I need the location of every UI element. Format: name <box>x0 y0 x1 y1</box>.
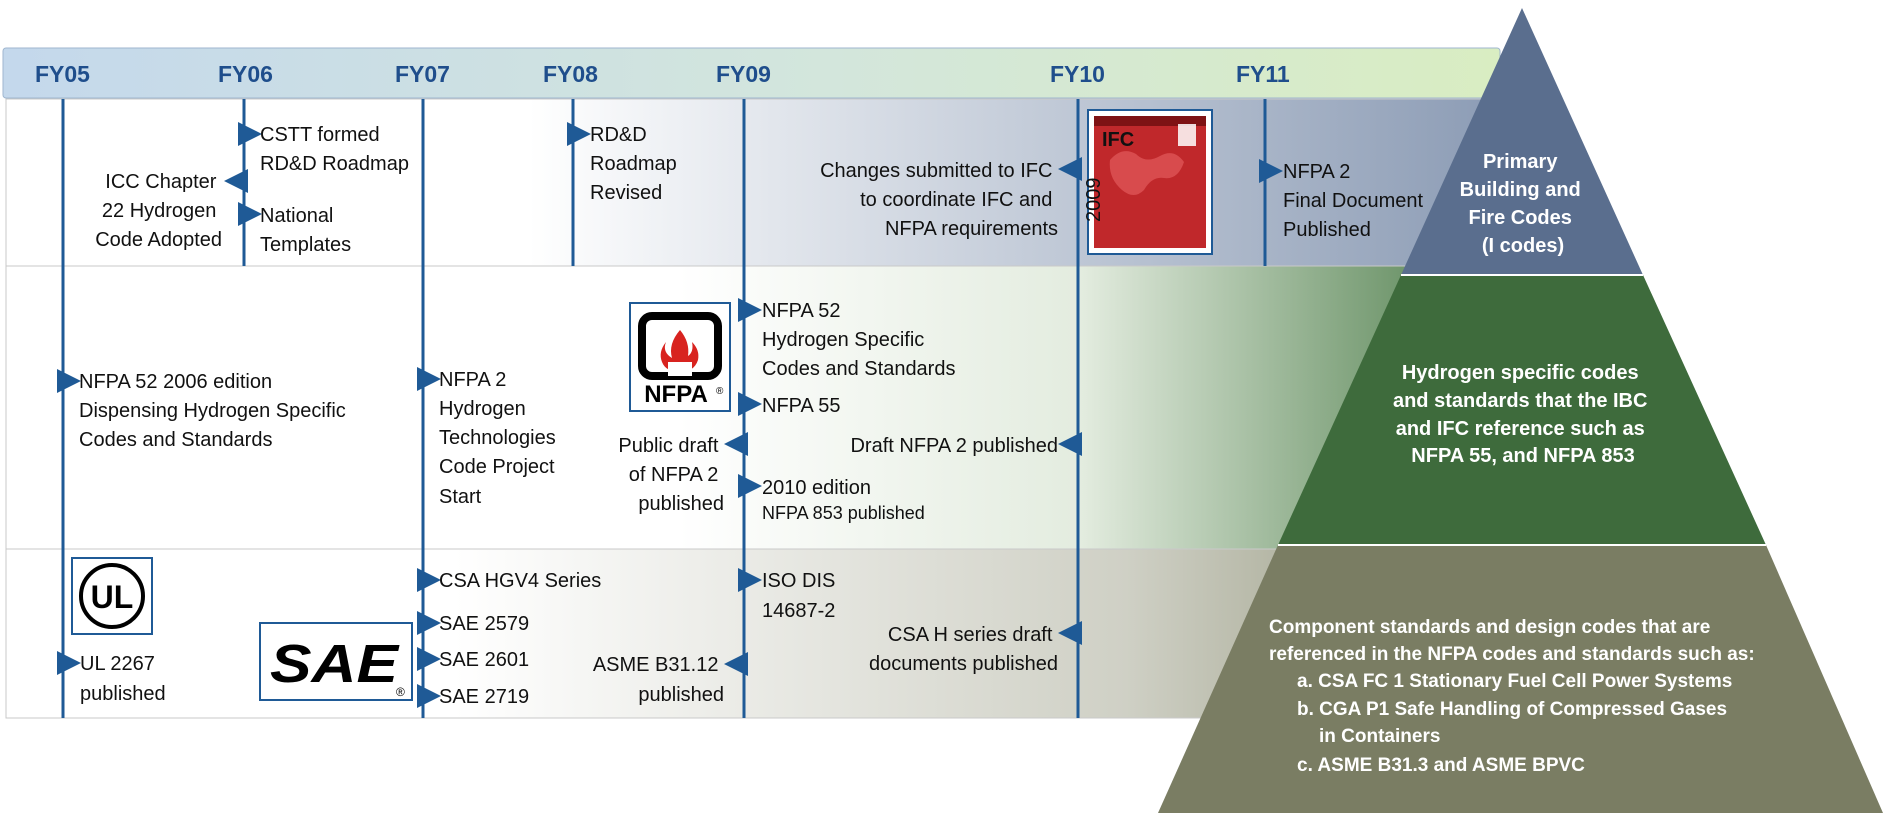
tier2-events: NFPA 52 2006 edition Dispensing Hydrogen… <box>57 298 1082 523</box>
tier3-events: UL 2267 published CSA HGV4 Series SAE 25… <box>57 568 1082 708</box>
nfpa-logo-text: NFPA <box>644 381 708 408</box>
year-label-fy05: FY05 <box>35 61 90 87</box>
ifc-book-year: 2009 <box>1083 178 1105 223</box>
nfpa-logo: NFPA ® <box>629 302 731 412</box>
tier1-events: ICC Chapter 22 Hydrogen Code Adopted CST… <box>95 122 1429 256</box>
ul-logo: UL <box>71 557 153 635</box>
event-cstt-formed: CSTT formed RD&D Roadmap <box>260 124 409 175</box>
pyramid-bottom-text: Component standards and design codes tha… <box>1269 617 1760 776</box>
event-iso-dis: ISO DIS 14687-2 <box>762 570 841 622</box>
event-2010-edition: 2010 edition NFPA 853 published <box>762 477 925 523</box>
event-nfpa52-2006: NFPA 52 2006 edition Dispensing Hydrogen… <box>79 371 351 451</box>
event-rdd-revised: RD&D Roadmap Revised <box>590 124 682 204</box>
event-csa-hgv4: CSA HGV4 Series <box>439 570 601 592</box>
pyramid-top-text: Primary Building and Fire Codes (I codes… <box>1460 151 1587 257</box>
sae-logo-mark: ® <box>396 685 405 699</box>
year-label-fy09: FY09 <box>716 61 771 87</box>
event-nfpa2-project-start: NFPA 2 Hydrogen Technologies Code Projec… <box>439 369 561 508</box>
event-ifc-changes: Changes submitted to IFC to coordinate I… <box>820 160 1058 240</box>
event-national-templates: National Templates <box>260 205 351 256</box>
pyramid-middle-tier <box>1278 275 1766 545</box>
event-ul2267: UL 2267 published <box>80 653 166 705</box>
year-label-fy06: FY06 <box>218 61 273 87</box>
nfpa-logo-mark: ® <box>716 386 724 397</box>
event-draft-nfpa2: Draft NFPA 2 published <box>850 435 1058 457</box>
event-icc-chapter: ICC Chapter 22 Hydrogen Code Adopted <box>95 171 222 251</box>
pyramid-bottom-tier <box>1158 545 1883 813</box>
year-label-fy10: FY10 <box>1050 61 1105 87</box>
pyramid: Primary Building and Fire Codes (I codes… <box>1158 8 1883 813</box>
event-sae2601: SAE 2601 <box>439 649 529 671</box>
sae-logo: SAE ® <box>259 622 413 701</box>
ifc-book-logo: IFC 2009 <box>1083 109 1213 255</box>
event-nfpa52-h2: NFPA 52 Hydrogen Specific Codes and Stan… <box>762 300 955 380</box>
event-asme-b3112: ASME B31.12 published <box>593 654 724 706</box>
year-label-fy08: FY08 <box>543 61 598 87</box>
sae-logo-text: SAE <box>270 634 400 694</box>
event-nfpa55: NFPA 55 <box>762 395 841 417</box>
ul-logo-text: UL <box>91 579 134 615</box>
pyramid-top-tier <box>1401 8 1643 275</box>
event-nfpa2-final: NFPA 2 Final Document Published <box>1283 161 1429 241</box>
event-sae2579: SAE 2579 <box>439 613 529 635</box>
pyramid-middle-text: Hydrogen specific codes and standards th… <box>1393 362 1653 467</box>
ifc-book-title: IFC <box>1102 129 1134 151</box>
year-label-fy11: FY11 <box>1236 61 1290 87</box>
event-csa-h-series: CSA H series draft documents published <box>869 624 1058 675</box>
event-sae2719: SAE 2719 <box>439 686 529 708</box>
event-public-draft: Public draft of NFPA 2 published <box>618 435 724 515</box>
year-label-fy07: FY07 <box>395 61 450 87</box>
